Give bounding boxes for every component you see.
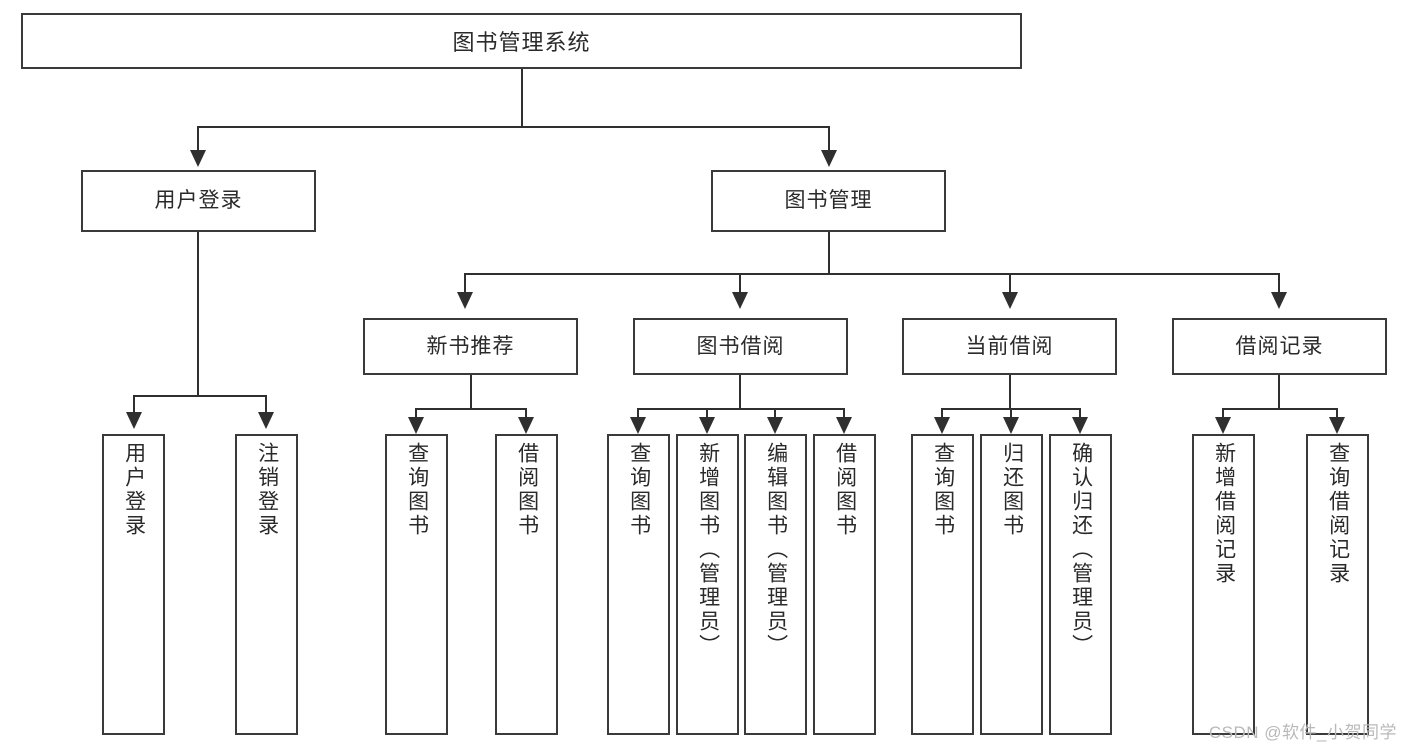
node-user-login[interactable]: 用户登录 (81, 170, 316, 232)
connector-book-borrow-child-3 (843, 408, 845, 420)
arrowhead-current-borrow-child-0 (934, 417, 950, 434)
connector-new-book-child-0 (415, 408, 417, 420)
connector-root-stem (521, 69, 523, 127)
connector-current-borrow-child-2 (1079, 408, 1081, 420)
node-label: 图书管理系统 (452, 30, 591, 55)
leaf-new-book-query[interactable]: 查询图书 (385, 434, 448, 735)
node-book-manage[interactable]: 图书管理 (711, 170, 946, 232)
node-label: 新增借阅记录 (1212, 442, 1236, 586)
node-current-borrow[interactable]: 当前借阅 (902, 318, 1117, 375)
node-label: 用户登录 (122, 442, 146, 538)
arrowhead-book-borrow-child-0 (630, 417, 646, 434)
connector-to-book-manage (828, 126, 830, 152)
connector-to-new-book (464, 273, 466, 295)
connector-book-manage-stem (828, 232, 830, 274)
node-label: 注销登录 (255, 442, 279, 538)
node-label: 当前借阅 (965, 334, 1054, 358)
arrowhead-book-borrow-child-1 (699, 417, 715, 434)
node-label: 借阅图书 (833, 442, 857, 538)
connector-new-book-child-1 (525, 408, 527, 420)
node-label: 查询图书 (627, 442, 651, 538)
leaf-user-login-logout[interactable]: 注销登录 (235, 434, 298, 735)
connector-new-book-bar (415, 408, 527, 410)
node-borrow-record[interactable]: 借阅记录 (1172, 318, 1387, 375)
arrowhead-to-book-borrow (732, 292, 748, 309)
connector-current-borrow-stem (1009, 375, 1011, 409)
connector-new-book-stem (470, 375, 472, 409)
node-label: 查询图书 (405, 442, 429, 538)
connector-book-borrow-child-1 (706, 408, 708, 420)
leaf-current-borrow-query[interactable]: 查询图书 (911, 434, 974, 735)
node-label: 用户登录 (154, 189, 243, 213)
node-label: 新增图书（管理员） (696, 442, 720, 658)
connector-to-current-borrow (1009, 273, 1011, 295)
connector-borrow-record-bar (1222, 408, 1338, 410)
connector-current-borrow-child-0 (941, 408, 943, 420)
connector-borrow-record-child-0 (1222, 408, 1224, 420)
arrowhead-book-borrow-child-2 (767, 417, 783, 434)
connector-book-borrow-child-2 (774, 408, 776, 420)
node-label: 确认归还（管理员） (1069, 442, 1093, 658)
node-label: 新书推荐 (426, 334, 515, 358)
connector-book-manage-bar (464, 273, 1280, 275)
arrowhead-book-borrow-child-3 (836, 417, 852, 434)
leaf-user-login-login[interactable]: 用户登录 (102, 434, 165, 735)
node-label: 借阅记录 (1235, 334, 1324, 358)
connector-user-login-bar (133, 395, 266, 397)
arrowhead-user-login-child-1 (258, 412, 274, 429)
connector-current-borrow-child-1 (1010, 408, 1012, 420)
connector-user-login-child-1 (265, 395, 267, 415)
connector-book-borrow-bar (637, 408, 845, 410)
leaf-borrow-record-query[interactable]: 查询借阅记录 (1306, 434, 1369, 735)
arrowhead-borrow-record-child-0 (1215, 417, 1231, 434)
leaf-current-borrow-return[interactable]: 归还图书 (980, 434, 1043, 735)
arrowhead-current-borrow-child-2 (1072, 417, 1088, 434)
connector-book-borrow-stem (739, 375, 741, 409)
arrowhead-new-book-child-0 (408, 417, 424, 434)
arrowhead-to-borrow-record (1271, 292, 1287, 309)
connector-user-login-child-0 (133, 395, 135, 415)
node-label: 查询借阅记录 (1326, 442, 1350, 586)
arrowhead-user-login-child-0 (126, 412, 142, 429)
leaf-borrow-record-add[interactable]: 新增借阅记录 (1192, 434, 1255, 735)
leaf-current-borrow-confirm[interactable]: 确认归还（管理员） (1049, 434, 1112, 735)
node-label: 借阅图书 (515, 442, 539, 538)
arrowhead-borrow-record-child-1 (1329, 417, 1345, 434)
connector-book-borrow-child-0 (637, 408, 639, 420)
connector-to-book-borrow (739, 273, 741, 295)
connector-borrow-record-child-1 (1336, 408, 1338, 420)
arrowhead-to-new-book (457, 292, 473, 309)
csdn-watermark: CSDN @软件_小贺同学 (1208, 723, 1397, 742)
node-root-system[interactable]: 图书管理系统 (21, 13, 1022, 69)
node-label: 编辑图书（管理员） (764, 442, 788, 658)
node-label: 查询图书 (931, 442, 955, 538)
arrowhead-new-book-child-1 (518, 417, 534, 434)
connector-to-user-login (197, 126, 199, 152)
node-label: 图书借阅 (696, 334, 785, 358)
leaf-book-borrow-edit[interactable]: 编辑图书（管理员） (744, 434, 807, 735)
node-label: 图书管理 (784, 189, 873, 213)
connector-to-borrow-record (1278, 273, 1280, 295)
leaf-book-borrow-add[interactable]: 新增图书（管理员） (676, 434, 739, 735)
leaf-new-book-borrow[interactable]: 借阅图书 (495, 434, 558, 735)
leaf-book-borrow-borrow[interactable]: 借阅图书 (813, 434, 876, 735)
leaf-book-borrow-query[interactable]: 查询图书 (607, 434, 670, 735)
arrowhead-current-borrow-child-1 (1003, 417, 1019, 434)
node-label: 归还图书 (1000, 442, 1024, 538)
arrowhead-to-user-login (190, 150, 206, 167)
connector-user-login-stem (197, 232, 199, 396)
connector-borrow-record-stem (1278, 375, 1280, 409)
connector-root-bar (197, 126, 829, 128)
arrowhead-to-book-manage (821, 150, 837, 167)
node-book-borrow[interactable]: 图书借阅 (633, 318, 848, 375)
node-new-book-recommend[interactable]: 新书推荐 (363, 318, 578, 375)
arrowhead-to-current-borrow (1002, 292, 1018, 309)
